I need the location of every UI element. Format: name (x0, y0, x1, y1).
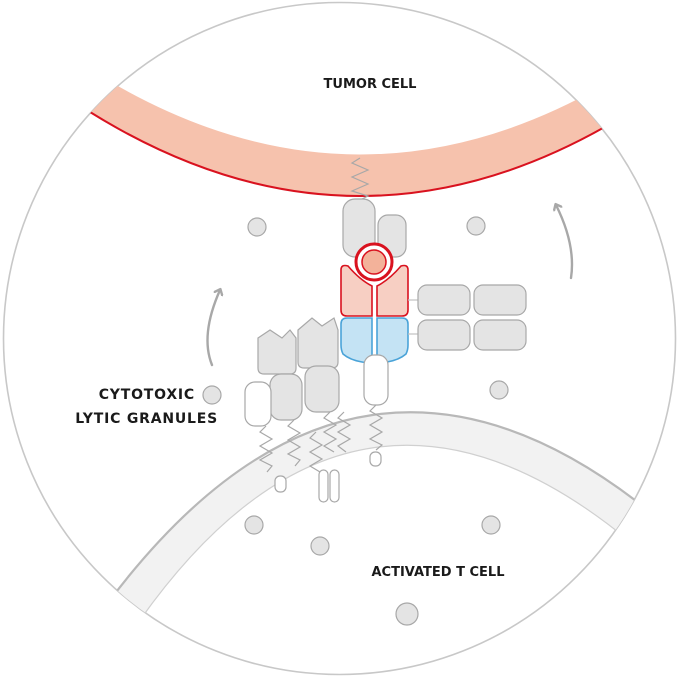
coreceptor-tail (370, 452, 381, 466)
t-cell-label: ACTIVATED T CELL (372, 565, 505, 580)
granule (396, 603, 418, 625)
granule (467, 217, 485, 235)
granule (490, 381, 508, 399)
cd3-domain (270, 374, 302, 420)
granules-label-line2: LYTIC GRANULES (75, 411, 218, 427)
engager-domain (418, 320, 470, 350)
engager-domain (418, 285, 470, 315)
granules-label-line1: CYTOTOXIC (99, 387, 195, 403)
cd3-tail (275, 476, 286, 492)
cd3-domain (305, 366, 339, 412)
cd3-tail (330, 470, 339, 502)
tcr-blue-domain-left (341, 318, 372, 362)
cd3-tail (319, 470, 328, 502)
antigen-core (362, 250, 386, 274)
cd3-domain (298, 318, 338, 368)
granule (311, 537, 329, 555)
granule (248, 218, 266, 236)
granule (203, 386, 221, 404)
granule (482, 516, 500, 534)
coreceptor-body (364, 355, 388, 405)
engager-domain (474, 285, 526, 315)
cd3-domain (258, 330, 296, 374)
granule (245, 516, 263, 534)
tumor-cell-label: TUMOR CELL (324, 77, 417, 92)
antigen (356, 244, 392, 280)
cd3-domain (245, 382, 271, 426)
engager-domain (474, 320, 526, 350)
